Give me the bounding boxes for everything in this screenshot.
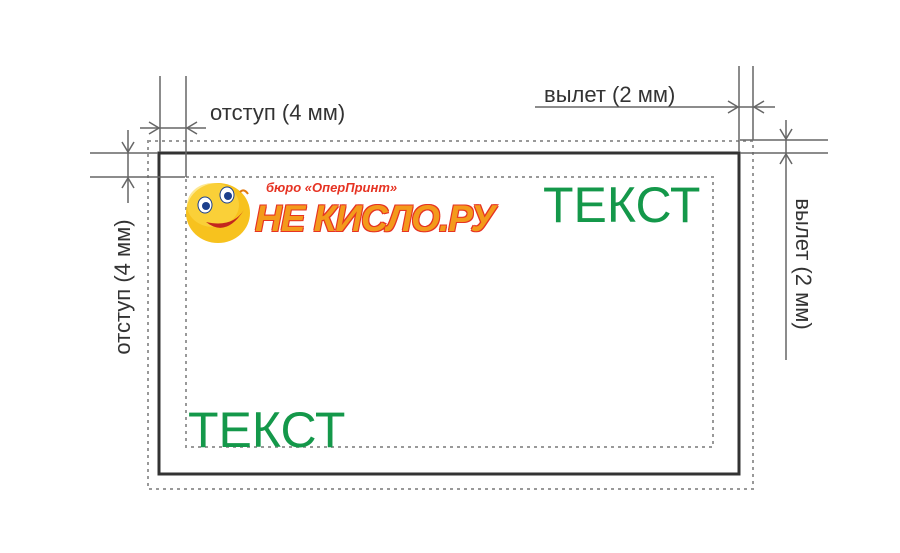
trim-outline <box>157 151 741 476</box>
bleed-top-dimension <box>535 66 775 152</box>
indent-top-label: отступ (4 мм) <box>210 100 346 125</box>
card-text-bottom-left: ТЕКСТ <box>188 402 346 458</box>
bleed-right-label: вылет (2 мм) <box>791 198 816 330</box>
logo-title: НЕ КИСЛО.РУ <box>255 198 496 239</box>
indent-left-label: отступ (4 мм) <box>110 219 135 355</box>
bleed-top-label: вылет (2 мм) <box>544 82 676 107</box>
indent-top-dimension <box>140 76 206 177</box>
bleed-right-dimension <box>740 120 828 360</box>
logo-face-icon <box>186 183 250 243</box>
safe-zone-outline <box>185 176 714 448</box>
indent-left-dimension <box>90 130 185 203</box>
logo-subtitle: бюро «ОперПринт» <box>266 180 398 195</box>
bleed-outline <box>147 140 754 490</box>
card-text-top-right: ТЕКСТ <box>543 177 701 233</box>
